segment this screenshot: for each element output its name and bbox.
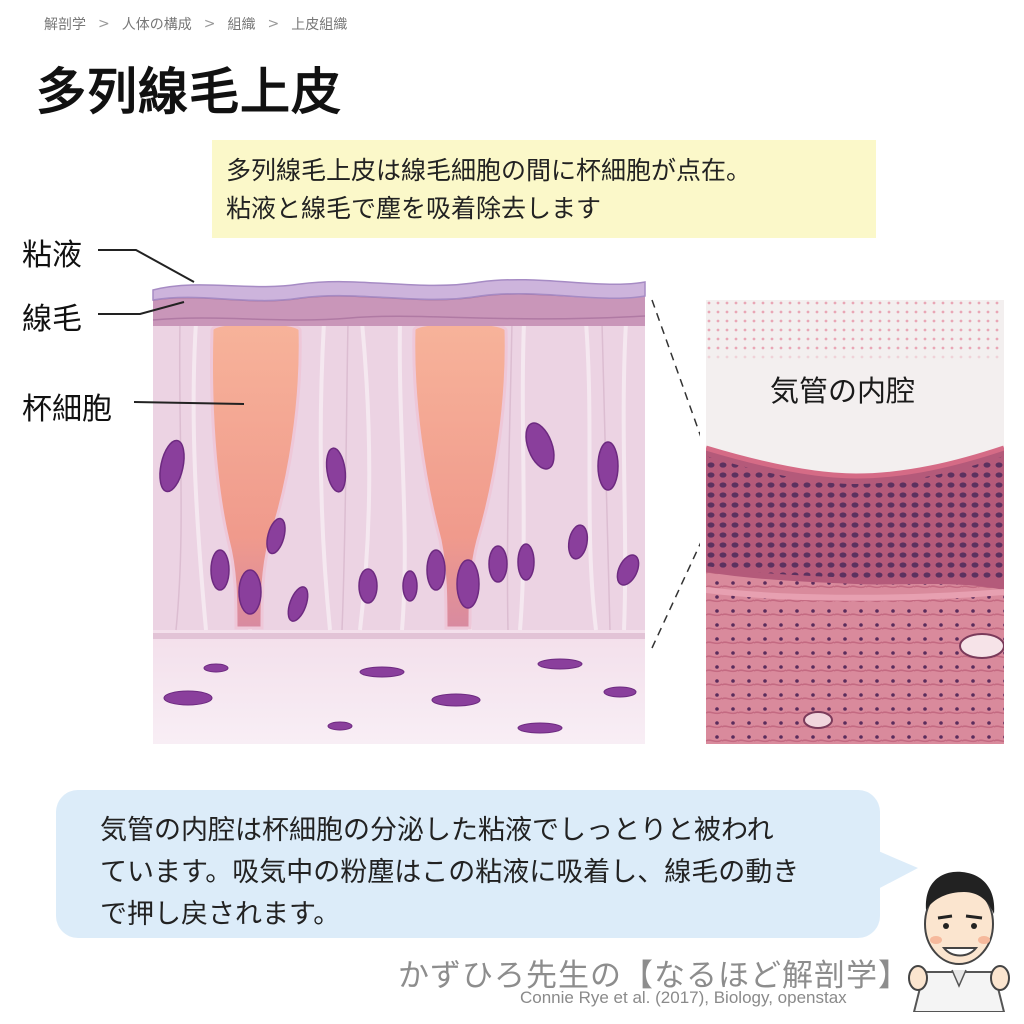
explanation-line: で押し戻されます。 [100,899,341,930]
mucus-layer [152,278,646,302]
mucus-leader-line [98,249,195,283]
label-mucus: 粘液 [22,238,82,273]
breadcrumb-item-body-structure[interactable]: 人体の構成 [121,17,192,33]
breadcrumb: 解剖学 > 人体の構成 > 組織 > 上皮組織 [44,14,347,34]
summary-note: 多列線毛上皮は線毛細胞の間に杯細胞が点在。 粘液と線毛で塵を吸着除去します [212,140,876,238]
breadcrumb-separator: > [98,16,110,32]
image-credit: Connie Rye et al. (2017), Biology, opens… [520,988,847,1007]
summary-line: 粘液と線毛で塵を吸着除去します [226,194,602,223]
explanation-line: 気管の内腔は杯細胞の分泌した粘液でしっとりと被われ [100,815,774,846]
trachea-micrograph [706,300,1004,744]
bubble-tail [876,850,918,890]
explanation-line: ています。吸気中の粉塵はこの粘液に吸着し、線毛の動き [100,857,800,888]
goblet-cell [210,321,302,630]
label-goblet-cell: 杯細胞 [22,392,112,427]
page-title: 多列線毛上皮 [36,63,342,121]
epithelium-diagram [98,249,700,744]
micrograph-label: 気管の内腔 [770,374,916,408]
breadcrumb-separator: > [203,16,216,32]
brand-name: かずひろ先生の【なるほど解剖学】 [398,958,910,994]
breadcrumb-separator: > [267,16,280,32]
label-cilia: 線毛 [22,302,82,337]
breadcrumb-item-tissue[interactable]: 組織 [227,17,256,33]
summary-line: 多列線毛上皮は線毛細胞の間に杯細胞が点在。 [226,156,752,185]
nuclei [159,422,640,622]
breadcrumb-item-epithelium[interactable]: 上皮組織 [291,17,348,33]
connective-tissue [153,630,645,744]
teacher-avatar-icon [908,871,1010,1012]
zoom-line-bottom [651,542,700,649]
cilia-leader-line [98,301,185,315]
zoom-line-top [651,299,700,437]
explanation-bubble: 気管の内腔は杯細胞の分泌した粘液でしっとりと被われ ています。吸気中の粉塵はこの… [56,790,880,938]
goblet-leader-line [133,401,245,405]
fibroblast-nuclei [163,658,637,734]
breadcrumb-item-anatomy[interactable]: 解剖学 [44,17,86,33]
